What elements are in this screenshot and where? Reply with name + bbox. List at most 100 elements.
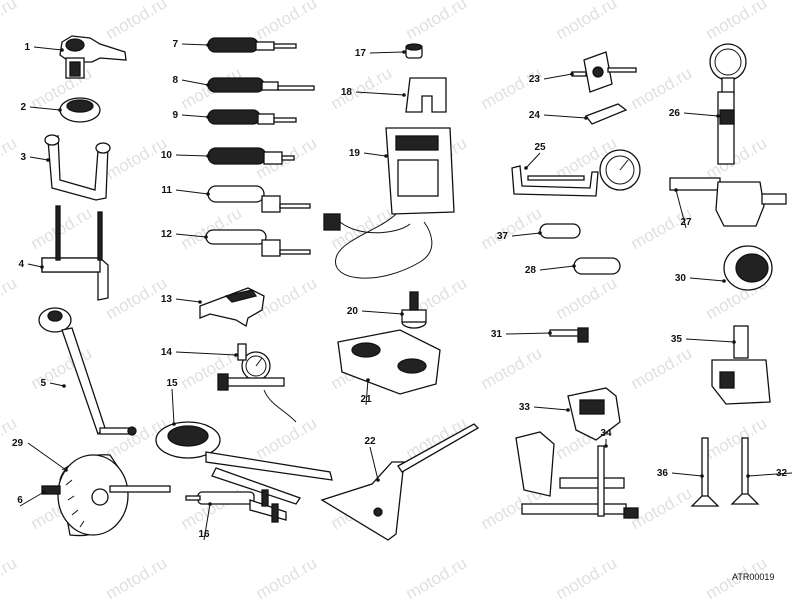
callout-24: 24 [529,110,588,121]
callout-15: 15 [166,378,178,426]
callout-35: 35 [671,334,736,345]
watermark-text: motod.ru [253,553,321,599]
watermark-text: motod.ru [553,553,621,599]
callout-label-6: 6 [17,495,23,506]
callout-34: 34 [600,428,612,448]
callout-2: 2 [20,102,62,113]
callout-26: 26 [669,108,720,119]
callout-label-19: 19 [349,148,361,159]
leader-line-5 [49,382,65,387]
callout-12: 12 [161,229,208,240]
tool-8-drift [207,77,315,93]
leader-arrowhead-33 [566,408,570,412]
callout-29: 29 [12,438,68,472]
leader-arrowhead-11 [206,192,210,196]
leader-line-30 [689,277,725,282]
leader-line-18 [355,91,405,96]
leader-arrowhead-25 [524,166,528,170]
watermark-text: motod.ru [553,273,621,323]
tool-7-drift [207,37,297,53]
watermark-text: motod.ru [553,0,621,43]
callout-label-2: 2 [20,102,26,113]
callout-label-12: 12 [161,229,173,240]
watermark-text: motod.ru [703,133,771,183]
callout-30: 30 [675,273,726,284]
callout-33: 33 [519,402,570,413]
callout-label-10: 10 [161,150,173,161]
drawing-code: ATR00019 [732,572,774,582]
watermark-text: motod.ru [0,133,20,183]
leader-line-28 [539,265,575,271]
leader-line-1 [33,46,63,51]
tool-25-micrometer [511,149,641,197]
tool-9-drift [207,109,297,125]
leader-line-36 [671,472,703,477]
callout-20: 20 [347,306,404,317]
leader-arrowhead-22 [376,478,380,482]
callout-31: 31 [491,329,552,340]
tool-16-puller-screws [185,489,287,523]
callout-5: 5 [40,378,66,389]
callout-label-25: 25 [534,142,546,153]
callout-layer: 1234567891011121314151617181920212223242… [12,39,793,541]
leader-arrowhead-32 [746,474,750,478]
callout-label-21: 21 [360,394,372,405]
watermark-text: motod.ru [0,0,20,43]
watermark-text: motod.ru [0,273,20,323]
leader-line-25 [525,152,541,169]
leader-arrowhead-5 [62,384,66,388]
callout-23: 23 [529,72,574,85]
leader-line-17 [369,51,405,54]
leader-arrowhead-31 [548,331,552,335]
leader-line-37 [511,232,541,237]
callout-label-4: 4 [18,259,24,270]
tool-13-clamp-block [199,287,265,328]
leader-line-12 [175,233,207,238]
leader-line-21 [365,379,369,406]
callout-17: 17 [355,48,406,59]
leader-line-15 [171,388,175,425]
leader-line-4 [27,263,43,268]
tool-12-drift [205,229,311,257]
watermark-text: motod.ru [103,553,171,599]
leader-arrowhead-8 [206,83,210,87]
callout-label-37: 37 [497,231,509,242]
leader-arrowhead-14 [234,353,238,357]
callout-label-8: 8 [172,75,178,86]
leader-line-32 [747,472,793,477]
callout-label-18: 18 [341,87,353,98]
tool-5-lever-wrench [38,307,137,436]
callout-label-27: 27 [680,217,692,228]
callout-6: 6 [17,490,46,507]
callout-label-9: 9 [172,110,178,121]
leader-arrowhead-34 [604,444,608,448]
callout-label-24: 24 [529,110,541,121]
tool-33-housing [567,387,621,441]
watermark-text: motod.ru [628,63,696,113]
leader-arrowhead-1 [60,48,64,52]
leader-line-13 [175,298,201,303]
tool-23-pin-puller [571,51,637,93]
callout-label-5: 5 [40,378,46,389]
callout-8: 8 [172,75,210,87]
leader-arrowhead-4 [40,265,44,269]
leader-line-26 [683,112,719,117]
callout-3: 3 [20,152,50,163]
callout-label-22: 22 [364,436,376,447]
callout-16: 16 [198,502,212,541]
leader-arrowhead-7 [206,43,210,47]
callout-label-20: 20 [347,306,359,317]
callout-label-14: 14 [161,347,173,358]
leader-line-10 [175,154,209,157]
leader-arrowhead-15 [172,422,176,426]
leader-line-11 [175,189,209,195]
watermark-text: motod.ru [703,0,771,43]
leader-arrowhead-20 [400,312,404,316]
callout-27: 27 [674,188,692,229]
leader-arrowhead-26 [716,114,720,118]
leader-line-22 [369,446,379,481]
callout-label-15: 15 [166,378,178,389]
tool-4-holding-fixture [41,205,109,301]
tool-1-socket-wrench [59,35,127,79]
leader-line-6 [19,491,45,507]
